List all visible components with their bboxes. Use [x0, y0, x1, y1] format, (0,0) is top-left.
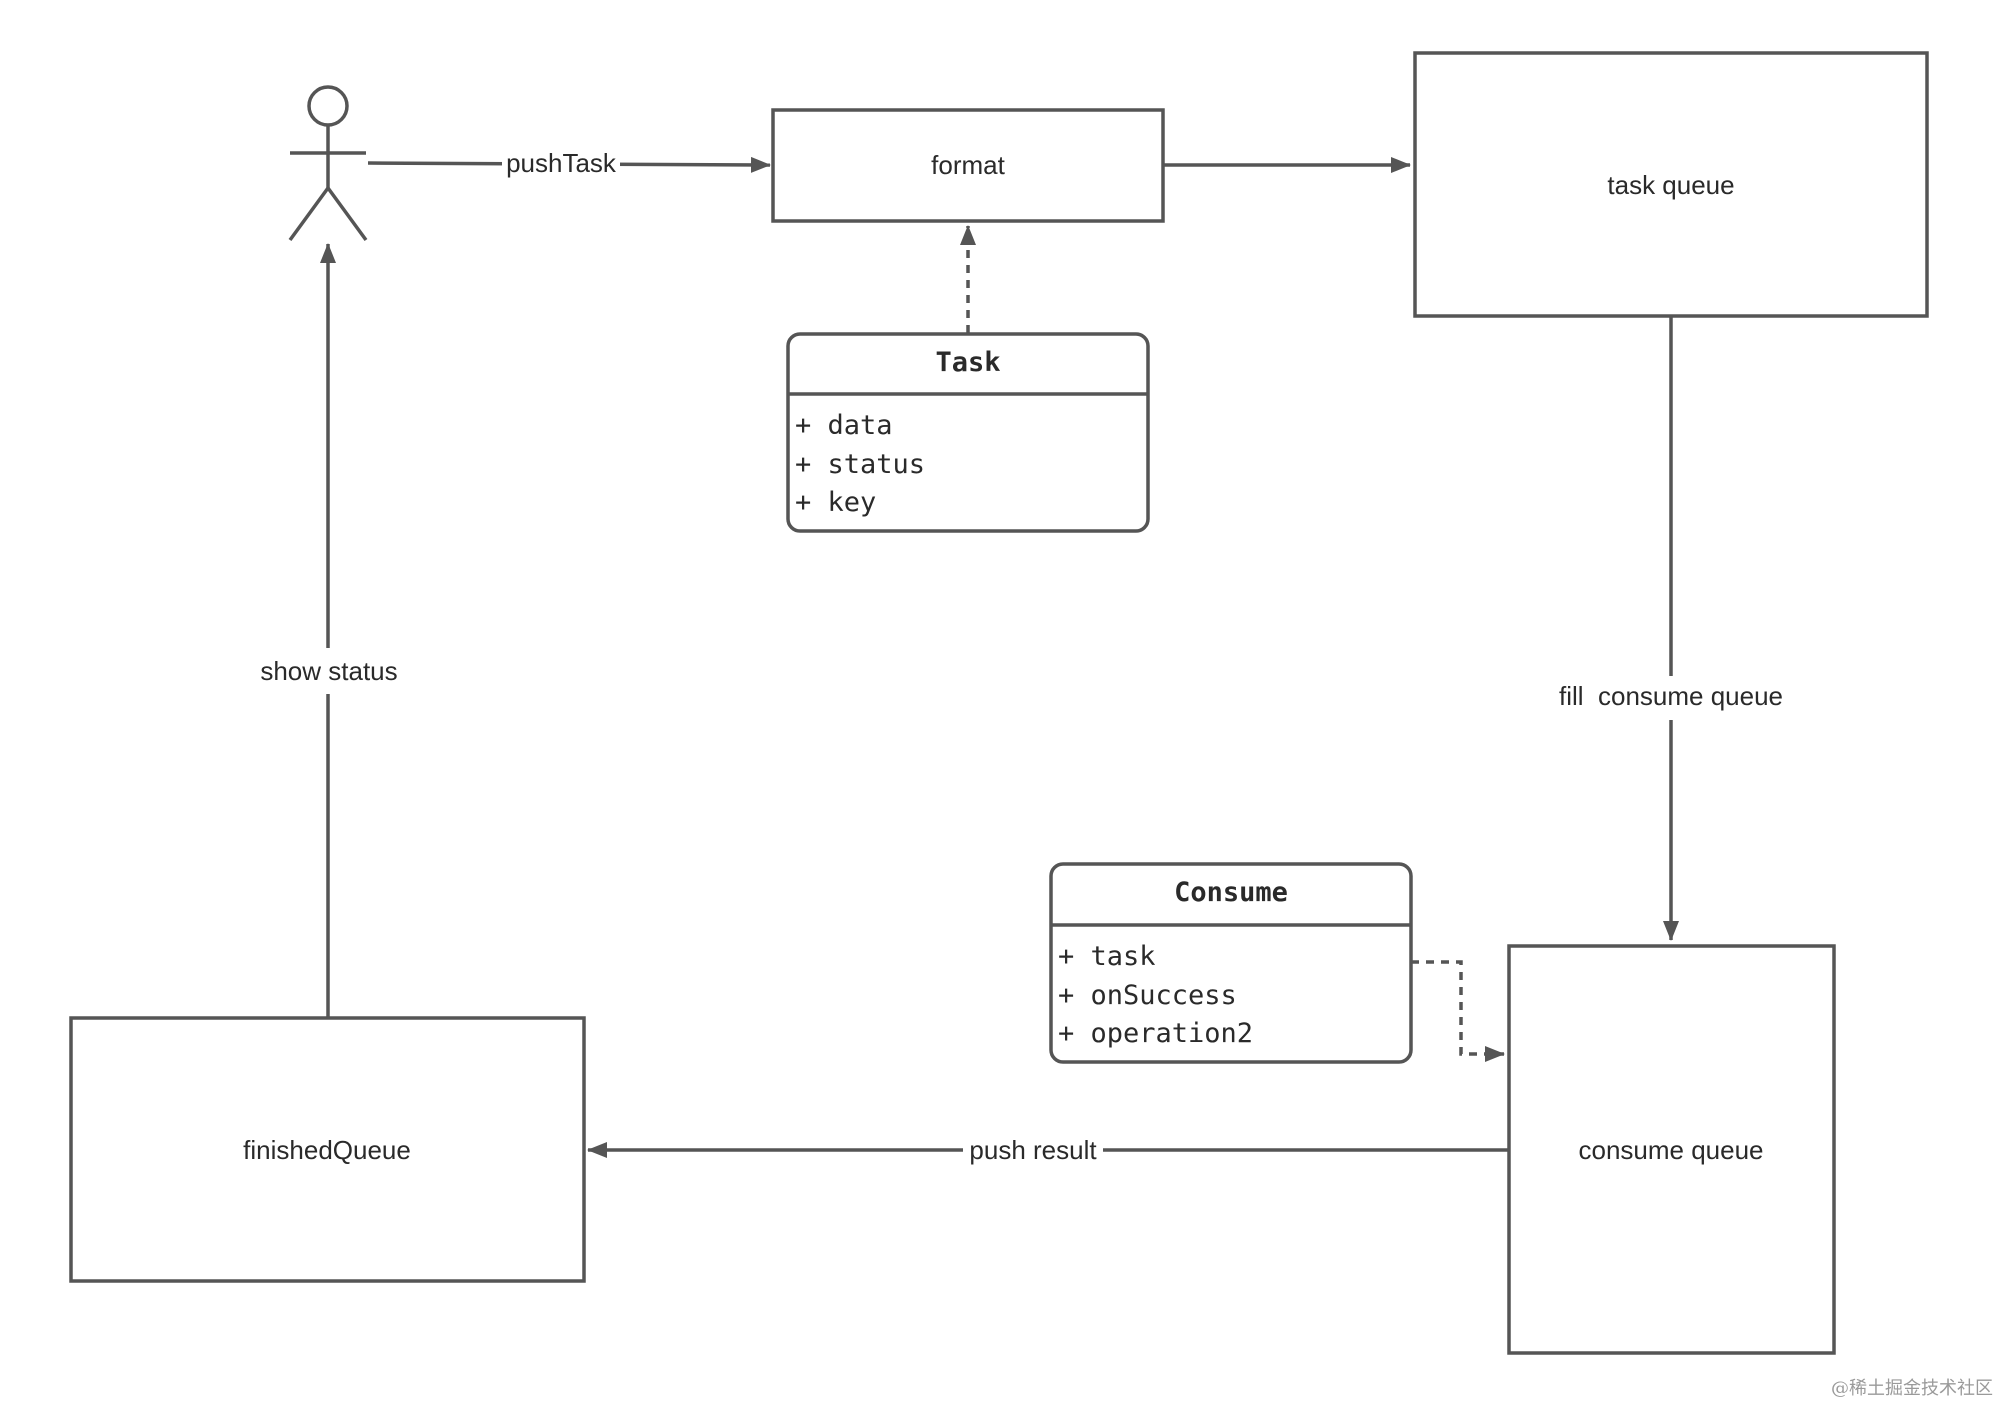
- watermark: @稀土掘金技术社区: [1831, 1378, 1993, 1399]
- class-consume-name: Consume: [1174, 877, 1288, 908]
- class-task-name: Task: [935, 347, 1000, 378]
- class-consume: Consume + task + onSuccess + operation2: [1049, 862, 1413, 1064]
- class-consume-field: + task: [1058, 941, 1156, 972]
- node-task-queue-label: task queue: [1607, 170, 1734, 200]
- edge-show-status: show status: [250, 243, 408, 1018]
- node-finished-queue: finishedQueue: [69, 1016, 586, 1283]
- class-task-field: + key: [795, 487, 876, 518]
- edge-push-result: push result: [587, 1132, 1509, 1168]
- edge-push-task: pushTask: [367, 146, 771, 180]
- node-finished-queue-label: finishedQueue: [243, 1135, 411, 1165]
- class-consume-field: + operation2: [1058, 1018, 1253, 1049]
- class-consume-field: + onSuccess: [1058, 980, 1237, 1011]
- edge-fill-consume-queue: fill consume queue: [1540, 316, 1802, 941]
- node-format-label: format: [931, 150, 1005, 180]
- node-consume-queue: consume queue: [1507, 944, 1836, 1355]
- class-task-field: + status: [795, 449, 925, 480]
- edge-consume-to-consume-queue: [1411, 960, 1505, 1062]
- edge-label-push-result: push result: [969, 1135, 1097, 1165]
- class-task-field: + data: [795, 410, 893, 441]
- node-consume-queue-label: consume queue: [1578, 1135, 1763, 1165]
- class-task: Task + data + status + key: [786, 332, 1150, 533]
- edge-label-show-status: show status: [260, 656, 397, 686]
- edge-label-push-task: pushTask: [506, 148, 617, 178]
- edge-label-fill-consume-queue: fill consume queue: [1559, 681, 1783, 711]
- node-task-queue: task queue: [1413, 51, 1929, 318]
- node-format: format: [771, 108, 1165, 223]
- user-actor-icon: [288, 85, 368, 242]
